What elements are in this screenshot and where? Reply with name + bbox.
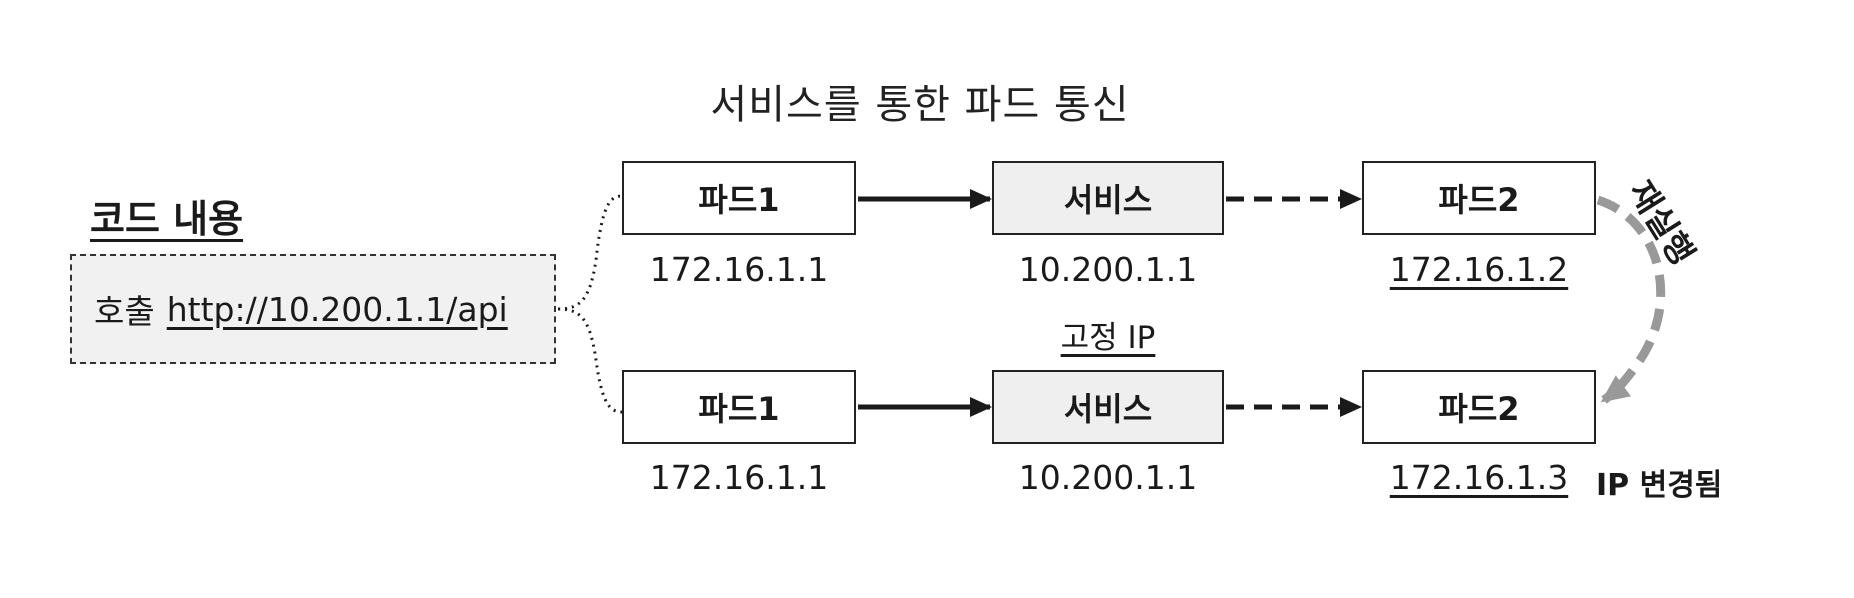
fixed-ip-label: 고정 IP bbox=[1060, 320, 1156, 356]
code-to-pod1-top-connector bbox=[557, 194, 623, 311]
bottom-pod1-ip: 172.16.1.1 bbox=[649, 458, 829, 497]
bottom-pod2-label: 파드2 bbox=[1438, 390, 1520, 428]
top-pod2-label: 파드2 bbox=[1438, 181, 1520, 219]
code-box: 호출 http://10.200.1.1/api bbox=[70, 254, 556, 364]
bottom-pod2-box: 파드2 bbox=[1362, 370, 1596, 444]
top-pod2-box: 파드2 bbox=[1362, 161, 1596, 235]
top-service-box: 서비스 bbox=[992, 161, 1224, 235]
top-pod1-ip: 172.16.1.1 bbox=[649, 250, 829, 289]
bottom-pod1-label: 파드1 bbox=[698, 390, 780, 428]
restart-arrow bbox=[1596, 195, 1666, 404]
top-pod2-ip: 172.16.1.2 bbox=[1389, 250, 1569, 289]
top-pod1-box: 파드1 bbox=[622, 161, 856, 235]
diagram-title: 서비스를 통한 파드 통신 bbox=[710, 82, 1130, 128]
service-url: http://10.200.1.1/api bbox=[166, 289, 508, 329]
bottom-pod2-ip: 172.16.1.3 bbox=[1389, 458, 1569, 497]
bottom-service-label: 서비스 bbox=[1063, 390, 1153, 428]
bottom-service-box: 서비스 bbox=[992, 370, 1224, 444]
call-label: 호출 bbox=[94, 292, 155, 331]
bottom-pod1-box: 파드1 bbox=[622, 370, 856, 444]
top-service-label: 서비스 bbox=[1063, 181, 1153, 219]
ip-changed-label: IP 변경됨 bbox=[1596, 468, 1723, 503]
code-heading: 코드 내용 bbox=[90, 197, 244, 241]
top-pod1-label: 파드1 bbox=[698, 181, 780, 219]
bottom-service-ip: 10.200.1.1 bbox=[1018, 458, 1198, 497]
code-to-pod1-bottom-connector bbox=[557, 307, 623, 414]
top-service-ip: 10.200.1.1 bbox=[1018, 250, 1198, 289]
